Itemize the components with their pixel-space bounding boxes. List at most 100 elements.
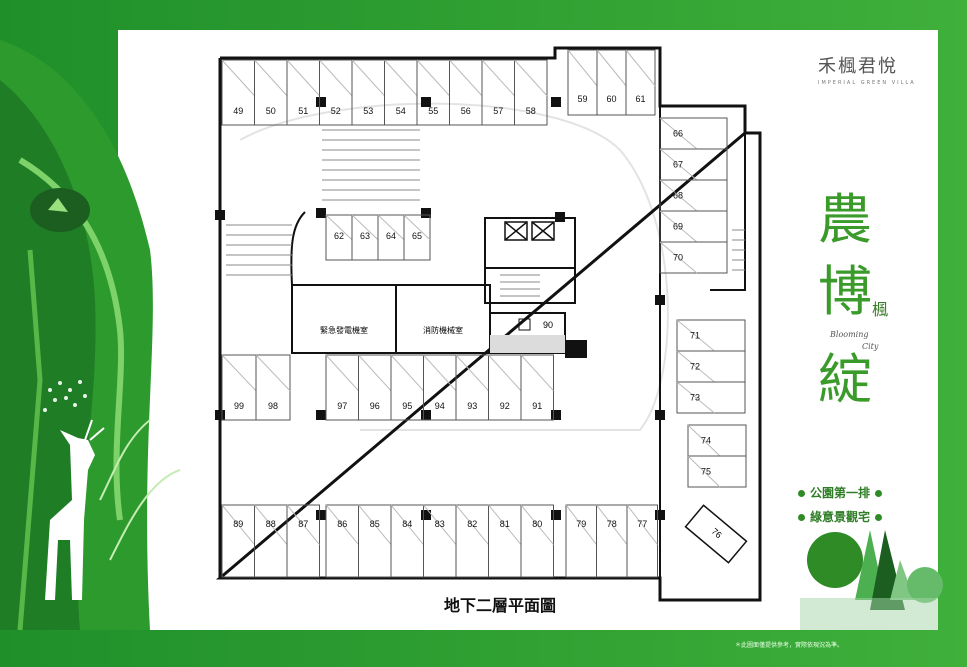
slot-label: 65 — [412, 231, 422, 241]
parking-slot-86[interactable] — [325, 504, 359, 578]
parking-slot-58[interactable] — [514, 59, 548, 126]
slot-outline — [687, 455, 747, 488]
stairs — [226, 129, 745, 297]
slot-diagonal — [325, 354, 359, 392]
slot-label: 99 — [234, 401, 244, 411]
parking-slot-65[interactable] — [403, 214, 431, 261]
slot-label: 58 — [526, 106, 536, 116]
slot-diagonal — [416, 59, 450, 97]
tagline-char-3: 綻 — [818, 348, 872, 411]
slot-label: 74 — [701, 436, 711, 446]
slot-label: 62 — [334, 231, 344, 241]
slot-diagonal — [455, 504, 489, 545]
slot-label: 98 — [268, 401, 278, 411]
parking-slot-71[interactable] — [676, 319, 746, 352]
slot-diagonal — [221, 59, 255, 97]
slot-diagonal — [520, 504, 554, 545]
parking-slot-91[interactable] — [520, 354, 554, 421]
slot-diagonal — [423, 354, 457, 392]
slot-label: 53 — [363, 106, 373, 116]
slot-diagonal — [384, 59, 418, 97]
slot-label: 79 — [576, 519, 586, 529]
slot-label: 60 — [606, 94, 616, 104]
parking-slot-70[interactable] — [659, 241, 728, 274]
accessible-icon — [518, 318, 531, 331]
slot-label: 54 — [396, 106, 406, 116]
parking-slot-66[interactable] — [659, 117, 728, 150]
slot-outline — [596, 49, 627, 116]
slot-diagonal — [676, 350, 715, 383]
slot-diagonal — [676, 319, 715, 352]
slot-label: 87 — [298, 519, 308, 529]
slot-diagonal — [390, 504, 424, 545]
parking-slot-74[interactable] — [687, 424, 747, 457]
parking-slot-84[interactable] — [390, 504, 424, 578]
parking-slot-60[interactable] — [596, 49, 627, 116]
generator-room-label: 緊急發電機室 — [320, 325, 368, 335]
slot-diagonal — [625, 49, 656, 87]
slot-diagonal — [565, 504, 597, 545]
tagline-char-2: 博 — [818, 260, 872, 323]
parking-slot-72[interactable] — [676, 350, 746, 383]
slot-outline — [659, 117, 728, 150]
slot-label: 75 — [701, 467, 711, 477]
tagline-seal: 楓 — [872, 300, 889, 319]
slot-diagonal — [488, 504, 522, 545]
parking-slot-79[interactable] — [565, 504, 597, 578]
parking-slot-81[interactable] — [488, 504, 522, 578]
slot-outline — [286, 504, 320, 578]
parking-slot-61[interactable] — [625, 49, 656, 116]
slot-label: 57 — [493, 106, 503, 116]
parking-slot-73[interactable] — [676, 381, 746, 414]
parking-slot-88[interactable] — [254, 504, 288, 578]
brand-english: IMPERIAL GREEN VILLA — [818, 80, 916, 86]
parking-slot-80[interactable] — [520, 504, 554, 578]
parking-slot-78[interactable] — [596, 504, 628, 578]
parking-slot-76[interactable]: 76 — [684, 504, 748, 564]
slogan-1: 公園第一排 — [793, 484, 887, 501]
slot-diagonal — [659, 117, 698, 150]
slot-diagonal — [423, 504, 457, 545]
slot-label: 66 — [673, 129, 683, 139]
slot-label: 91 — [532, 401, 542, 411]
slot-label: 56 — [461, 106, 471, 116]
slot-outline — [455, 504, 489, 578]
slot-label: 55 — [428, 106, 438, 116]
slot-outline — [520, 354, 554, 421]
outer-walls — [215, 46, 762, 602]
parking-slot-77[interactable] — [626, 504, 658, 578]
slot-outline — [325, 504, 359, 578]
parking-slot-82[interactable] — [455, 504, 489, 578]
slot-diagonal — [286, 504, 320, 545]
parking-slot-89[interactable] — [221, 504, 255, 578]
slot-outline — [565, 504, 597, 578]
accessible-zone — [490, 335, 565, 353]
parking-slot-69[interactable] — [659, 210, 728, 243]
slot-diagonal — [659, 210, 698, 243]
slot-diagonal — [449, 59, 483, 97]
slot-label: 94 — [435, 401, 445, 411]
slot-outline — [687, 424, 747, 457]
parking-slot-59[interactable] — [567, 49, 598, 116]
parking-slot-98[interactable] — [255, 354, 291, 421]
slot-outline — [659, 210, 728, 243]
slot-outline — [358, 504, 392, 578]
slot-diagonal — [351, 59, 385, 97]
slot-outline — [520, 504, 554, 578]
disclaimer: ＊此圖面僅提供參考，實際依現況為準。 — [735, 642, 844, 649]
slot-label-90: 90 — [543, 320, 553, 330]
slot-label: 59 — [577, 94, 587, 104]
parking-slot-85[interactable] — [358, 504, 392, 578]
slot-diagonal — [403, 214, 431, 241]
slot-diagonal — [319, 59, 353, 97]
slot-label: 68 — [673, 191, 683, 201]
slot-label: 95 — [402, 401, 412, 411]
slot-diagonal — [659, 179, 698, 212]
parking-slot-87[interactable] — [286, 504, 320, 578]
slot-label: 82 — [467, 519, 477, 529]
slot-outline — [676, 350, 746, 383]
slot-label: 92 — [500, 401, 510, 411]
parking-slot-75[interactable] — [687, 455, 747, 488]
slot-diagonal — [221, 354, 257, 392]
slot-outline — [488, 504, 522, 578]
